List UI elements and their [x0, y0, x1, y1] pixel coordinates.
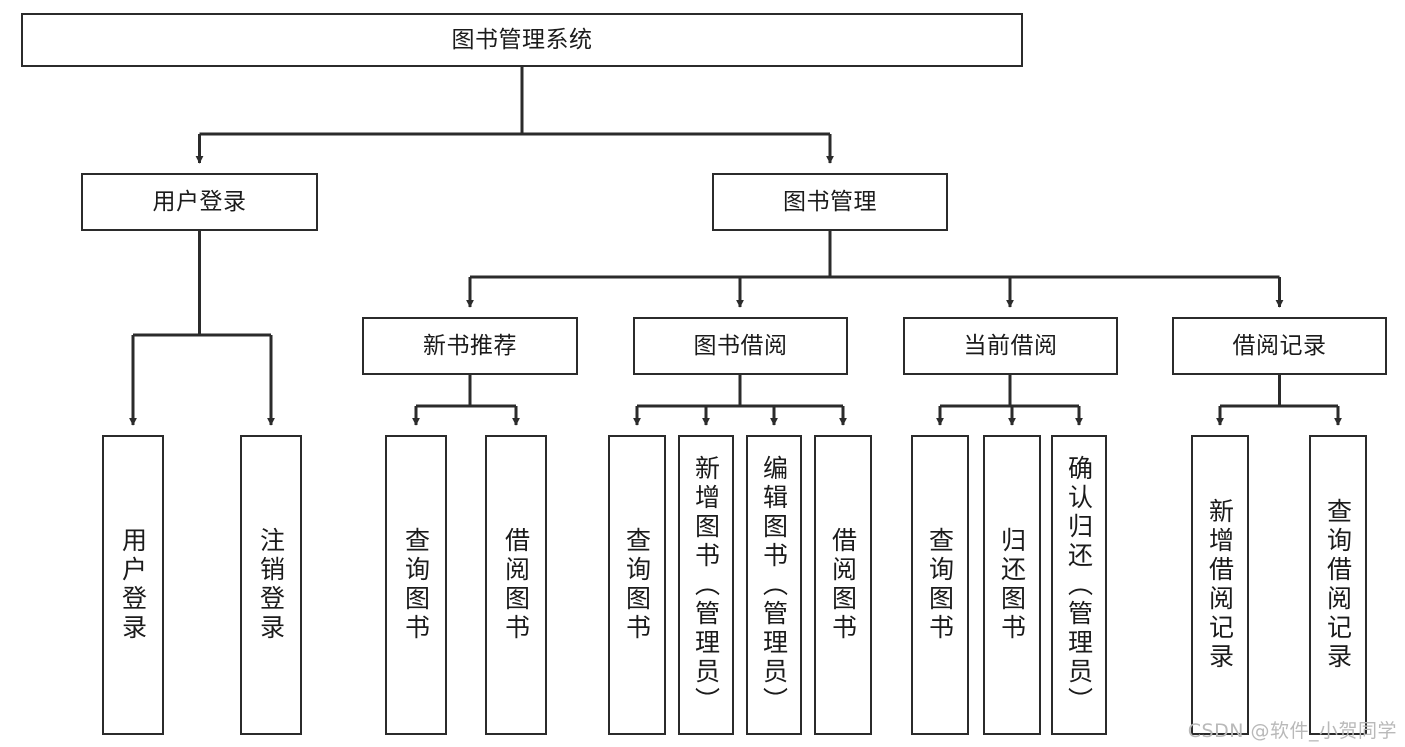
node-leaf-user-login[interactable]: 用户登录	[102, 435, 164, 735]
node-borrow-record[interactable]: 借阅记录	[1172, 317, 1387, 375]
node-current-borrow[interactable]: 当前借阅	[903, 317, 1118, 375]
node-leaf-add-record-label: 新增借阅记录	[1205, 498, 1235, 672]
node-leaf-query-record[interactable]: 查询借阅记录	[1309, 435, 1367, 735]
node-leaf-add-book-label: 新增图书（管理员）	[691, 454, 721, 716]
node-user-login-label: 用户登录	[152, 188, 247, 215]
node-leaf-confirm-return[interactable]: 确认归还（管理员）	[1051, 435, 1107, 735]
csdn-watermark: CSDN @软件_小贺同学	[1187, 720, 1397, 742]
node-root[interactable]: 图书管理系统	[21, 13, 1023, 67]
node-leaf-user-login-label: 用户登录	[118, 527, 148, 643]
node-leaf-add-book[interactable]: 新增图书（管理员）	[678, 435, 734, 735]
node-leaf-query-book-3[interactable]: 查询图书	[911, 435, 969, 735]
node-leaf-logout[interactable]: 注销登录	[240, 435, 302, 735]
node-leaf-query-book-1-label: 查询图书	[401, 527, 431, 643]
node-leaf-edit-book[interactable]: 编辑图书（管理员）	[746, 435, 802, 735]
node-leaf-add-record[interactable]: 新增借阅记录	[1191, 435, 1249, 735]
node-leaf-return-book-label: 归还图书	[997, 527, 1027, 643]
node-book-borrow[interactable]: 图书借阅	[633, 317, 848, 375]
node-leaf-borrow-book-1-label: 借阅图书	[501, 527, 531, 643]
node-leaf-query-book-2[interactable]: 查询图书	[608, 435, 666, 735]
node-leaf-edit-book-label: 编辑图书（管理员）	[759, 454, 789, 716]
node-current-borrow-label: 当前借阅	[963, 332, 1058, 359]
node-leaf-borrow-book-1[interactable]: 借阅图书	[485, 435, 547, 735]
node-leaf-borrow-book-2[interactable]: 借阅图书	[814, 435, 872, 735]
node-borrow-record-label: 借阅记录	[1232, 332, 1327, 359]
node-leaf-confirm-return-label: 确认归还（管理员）	[1064, 454, 1094, 716]
node-root-label: 图书管理系统	[451, 26, 593, 53]
node-leaf-borrow-book-2-label: 借阅图书	[828, 527, 858, 643]
node-new-book-recommend[interactable]: 新书推荐	[362, 317, 578, 375]
node-new-book-recommend-label: 新书推荐	[423, 332, 517, 359]
node-leaf-return-book[interactable]: 归还图书	[983, 435, 1041, 735]
node-leaf-query-book-2-label: 查询图书	[622, 527, 652, 643]
node-book-borrow-label: 图书借阅	[693, 332, 788, 359]
node-user-login[interactable]: 用户登录	[81, 173, 318, 231]
node-book-manage[interactable]: 图书管理	[712, 173, 948, 231]
node-book-manage-label: 图书管理	[783, 188, 877, 215]
node-leaf-query-book-3-label: 查询图书	[925, 527, 955, 643]
node-leaf-logout-label: 注销登录	[256, 527, 286, 643]
node-leaf-query-book-1[interactable]: 查询图书	[385, 435, 447, 735]
node-leaf-query-record-label: 查询借阅记录	[1323, 498, 1353, 672]
